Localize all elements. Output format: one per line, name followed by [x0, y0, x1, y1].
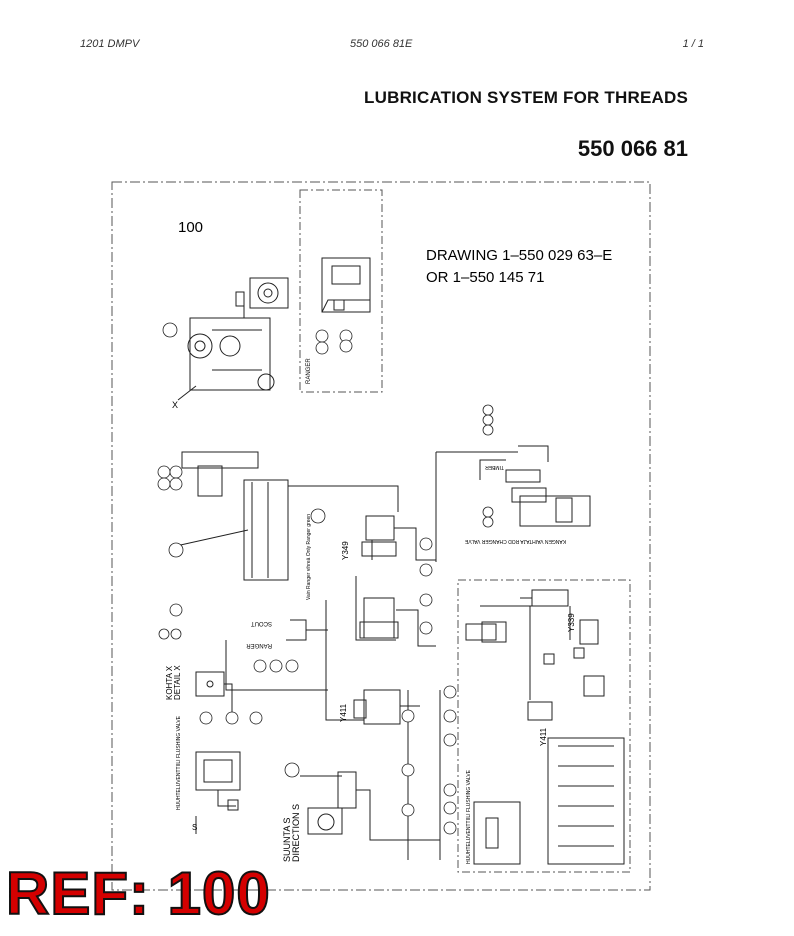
s-mark: S [192, 823, 197, 832]
callouts-ranger [315, 329, 353, 355]
scout-ranger-selector [225, 600, 364, 721]
header-left: 1201 DMPV [80, 38, 140, 50]
callouts-selector [158, 603, 299, 673]
reference-label: REF: 100 [5, 860, 271, 927]
y339-label: Y339 [567, 613, 576, 632]
document-title: LUBRICATION SYSTEM FOR THREADS [364, 88, 688, 107]
ranger-label: RANGER [246, 642, 272, 648]
detail-x-block [195, 671, 233, 720]
callout-651 [162, 322, 178, 338]
callouts-center [419, 537, 433, 635]
valve-y349 [355, 515, 436, 647]
pump-assembly [177, 277, 289, 401]
drawing-note-line1: DRAWING 1–550 029 63–E [426, 247, 612, 264]
detail-label: DETAIL X [173, 665, 182, 700]
header-center: 550 066 81E [350, 38, 413, 50]
header-page-indicator: 1 / 1 [682, 38, 704, 50]
y411-label: Y411 [339, 703, 348, 722]
lubrication-cylinder [175, 451, 399, 581]
rod-changer-label: KANGEN VAIHTAJA ROD CHANGER VALVE [464, 538, 566, 544]
ranger-control-unit [321, 257, 371, 313]
callouts-detail [199, 711, 263, 725]
rod-changer-valve [435, 445, 591, 562]
callouts-cylinder [157, 465, 326, 558]
kohta-label: KOHTA X [165, 665, 174, 700]
callouts-rod-changer [482, 404, 494, 528]
flushing-valve-left-label: HUUHTELUVENTTIILI FLUSHING VALVE [176, 715, 182, 810]
direction-s-assembly [300, 771, 440, 841]
ranger-green-note: Vain Ranger vihreä Only Ranger green [306, 514, 312, 600]
valve-y411 [353, 689, 441, 860]
scout-label: SCOUT [251, 620, 272, 626]
callouts-lower-center [401, 685, 457, 835]
flushing-valve-label: HUUHTELUVENTTIILI FLUSHING VALVE [466, 769, 472, 864]
y411-distributor-label: Y411 [539, 727, 548, 746]
distributor-box [457, 579, 631, 873]
part-number: 550 066 81 [577, 136, 688, 161]
callout-48 [284, 762, 300, 778]
timber-label: TIMBER [485, 464, 504, 470]
drawing-frame [111, 181, 651, 891]
ref-number: 100 [178, 219, 203, 236]
ranger-box-label: RANGER [306, 358, 312, 384]
suunta-label: SUUNTA S [282, 818, 292, 862]
flushing-valve-assembly [195, 751, 241, 834]
x-mark: X [172, 400, 178, 410]
drawing-note-line2: OR 1–550 145 71 [426, 269, 544, 286]
direction-label: DIRECTION S [291, 804, 301, 862]
distributor-assembly [465, 589, 625, 865]
ranger-detail-box [299, 189, 383, 393]
y349-label: Y349 [341, 541, 350, 560]
